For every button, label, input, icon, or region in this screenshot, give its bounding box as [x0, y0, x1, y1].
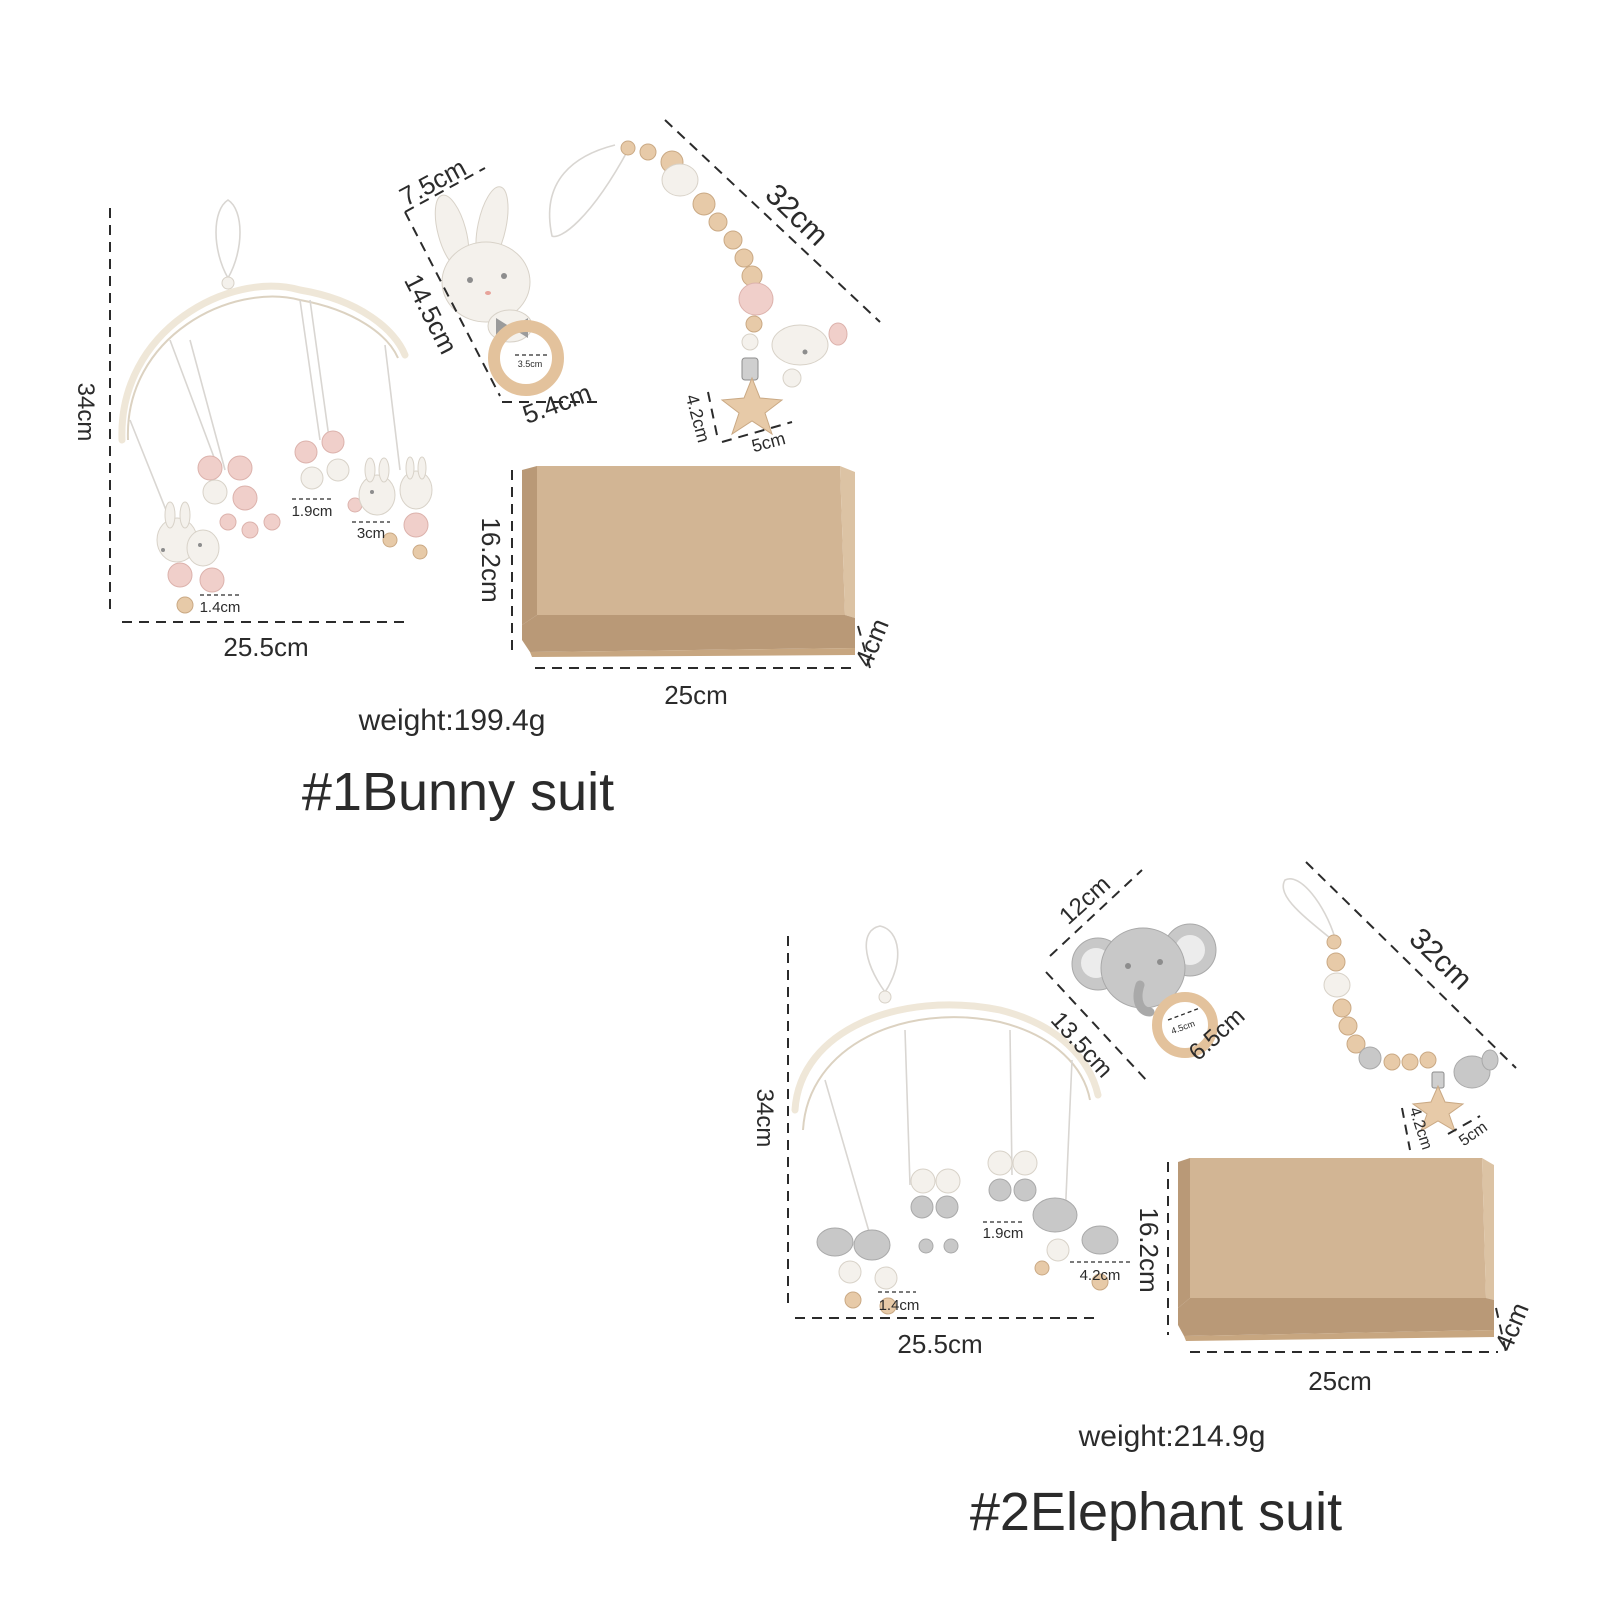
bunny-mobile-illustration: [118, 199, 433, 614]
elephant-head-size-label: 4.2cm: [1080, 1267, 1121, 1284]
elephant-box-width-label: 25cm: [1308, 1366, 1372, 1396]
bunny-box-width-label: 25cm: [664, 680, 728, 710]
bunny-rattle-illustration: [434, 186, 564, 396]
bunny-weight-label: weight:199.4g: [358, 704, 546, 737]
elephant-box-depth-label: 4cm: [1489, 1298, 1535, 1355]
elephant-star-width-label: 5cm: [1456, 1119, 1491, 1150]
elephant-rattle-ring-label: 6.5cm: [1184, 1003, 1251, 1067]
bunny-rattle-height-line: [404, 211, 501, 397]
elephant-small-bead-label: 1.4cm: [879, 1297, 920, 1314]
bunny-mobile-width-label: 25.5cm: [223, 632, 308, 662]
bunny-head-size-label: 3cm: [357, 525, 385, 542]
bunny-box-illustration: [522, 466, 855, 657]
bunny-clip-length-line: [664, 119, 881, 323]
bunny-star-height-line: [707, 391, 719, 441]
bunny-mobile-height-label: 34cm: [72, 383, 99, 442]
elephant-mobile-width-label: 25.5cm: [897, 1329, 982, 1359]
elephant-rattle-ring-inner-label: 4.5cm: [1170, 1018, 1196, 1036]
bunny-clip-illustration: [548, 140, 848, 436]
elephant-box-illustration: [1178, 1158, 1494, 1341]
bunny-suit-title: #1Bunny suit: [302, 762, 614, 822]
elephant-weight-label: weight:214.9g: [1078, 1420, 1266, 1453]
elephant-star-height-line: [1401, 1107, 1411, 1151]
elephant-clip-length-label: 32cm: [1403, 922, 1479, 997]
bunny-rattle-top-label: 7.5cm: [394, 152, 471, 212]
bunny-clip-length-label: 32cm: [759, 178, 835, 253]
elephant-mobile-illustration: [791, 925, 1119, 1315]
bunny-rattle-ring-inner-label: 3.5cm: [518, 359, 543, 369]
elephant-rattle-illustration: [1071, 923, 1218, 1058]
elephant-rattle-height-line: [1045, 971, 1149, 1083]
bunny-rattle-top-line: [404, 167, 486, 213]
elephant-suit-title: #2Elephant suit: [970, 1482, 1342, 1542]
elephant-box-height-label: 16.2cm: [1134, 1207, 1164, 1292]
bunny-suit-group: 34cm 25.5cm 1.9cm 3cm 1.4cm 7.5cm 14.5cm…: [72, 119, 895, 822]
bunny-bead-size-label: 1.9cm: [292, 503, 333, 520]
elephant-rattle-top-label: 12cm: [1054, 871, 1116, 930]
bunny-star-width-line: [721, 421, 793, 443]
bunny-box-depth-line: [857, 625, 871, 669]
elephant-suit-group: 34cm 25.5cm 1.9cm 4.2cm 1.4cm 12cm 13.5c…: [751, 861, 1535, 1542]
bunny-box-depth-label: 4cm: [849, 614, 895, 671]
bunny-box-height-label: 16.2cm: [476, 517, 506, 602]
elephant-rattle-top-line: [1049, 869, 1143, 957]
elephant-rattle-height-label: 13.5cm: [1045, 1007, 1118, 1084]
elephant-mobile-height-label: 34cm: [751, 1089, 778, 1148]
elephant-box-depth-line: [1495, 1307, 1507, 1353]
elephant-clip-length-line: [1305, 861, 1517, 1069]
elephant-bead-size-label: 1.9cm: [983, 1225, 1024, 1242]
elephant-star-width-line: [1447, 1115, 1481, 1135]
bunny-small-bead-label: 1.4cm: [200, 599, 241, 616]
elephant-clip-illustration: [1282, 878, 1499, 1133]
